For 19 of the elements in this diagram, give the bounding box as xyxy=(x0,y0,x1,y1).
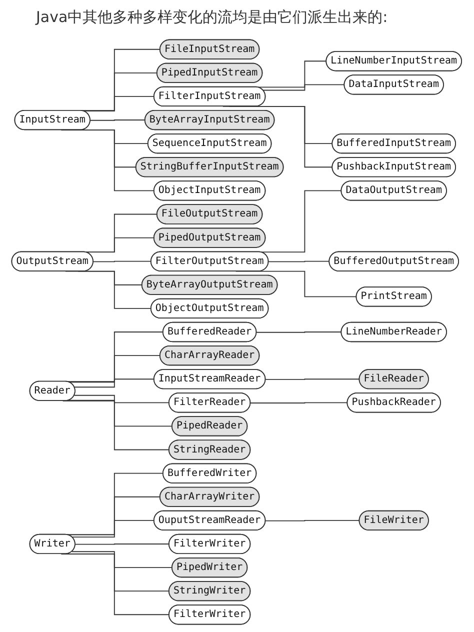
connector xyxy=(256,332,342,333)
connector xyxy=(236,270,358,298)
connector xyxy=(250,402,348,404)
connector xyxy=(72,520,156,538)
connector xyxy=(65,270,152,310)
connector xyxy=(74,394,170,404)
connector xyxy=(62,400,170,451)
connector xyxy=(74,378,156,388)
connector xyxy=(262,84,346,91)
title: Java中其他多种多样变化的流均是由它们派生出来的: xyxy=(36,8,388,27)
connector xyxy=(68,355,162,383)
connector xyxy=(75,544,170,545)
connector xyxy=(266,520,360,522)
connector xyxy=(93,260,152,262)
connector xyxy=(72,551,174,568)
connector xyxy=(266,378,360,380)
connector xyxy=(90,120,146,121)
connector xyxy=(68,400,174,428)
connector xyxy=(268,260,330,262)
